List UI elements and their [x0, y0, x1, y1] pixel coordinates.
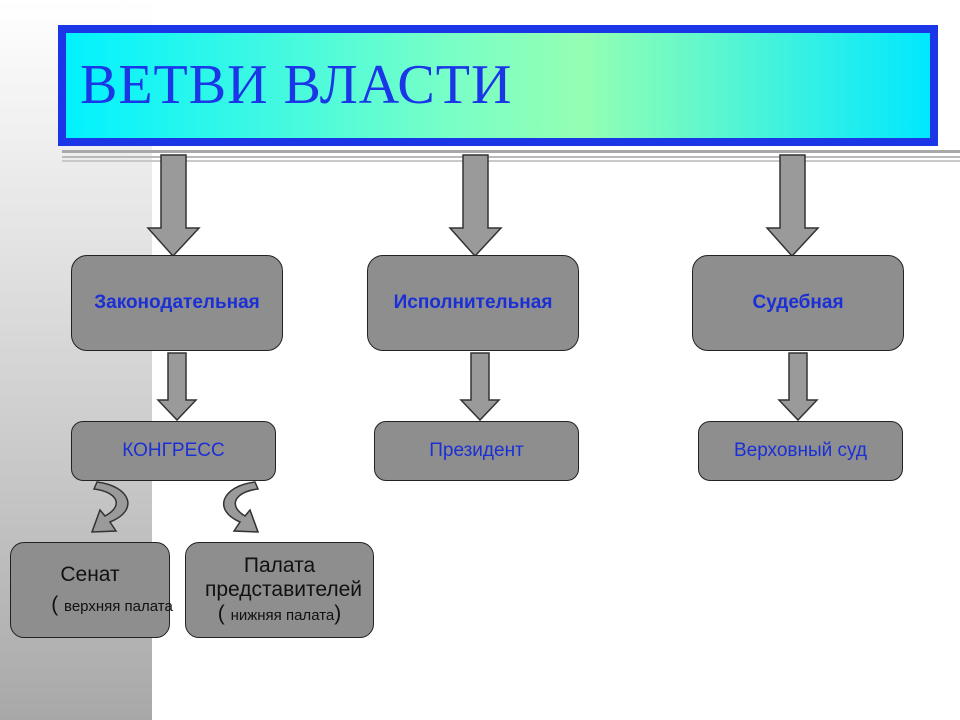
arrow-title-to-judicial [765, 154, 820, 258]
curved-arrow-to-house [222, 481, 260, 533]
arrow-title-to-legislative [146, 154, 201, 258]
arrow-executive-to-president [459, 352, 501, 422]
house-box: Палата представителей ( нижняя палата) [185, 542, 374, 638]
senate-name: Сенат [60, 563, 120, 586]
branch-legislative-label: Законодательная [94, 292, 260, 313]
senate-note-line: ( верхняя палата [51, 593, 173, 616]
president-label: Президент [429, 440, 524, 461]
arrow-legislative-to-congress [156, 352, 198, 422]
arrow-title-to-executive [448, 154, 503, 258]
supreme-court-label: Верховный суд [733, 440, 868, 461]
house-name-line1: Палата [243, 554, 316, 577]
branch-legislative: Законодательная [71, 255, 283, 351]
house-note-line: ( нижняя палата) [217, 602, 342, 625]
page-title: ВЕТВИ ВЛАСТИ [80, 54, 513, 116]
branch-executive: Исполнительная [367, 255, 579, 351]
title-banner: ВЕТВИ ВЛАСТИ [58, 25, 938, 146]
branch-executive-label: Исполнительная [393, 292, 553, 313]
congress-box: КОНГРЕСС [71, 421, 276, 481]
house-name-line2: представителей [205, 578, 362, 601]
branch-judicial-label: Судебная [752, 292, 844, 313]
senate-box: Сенат ( верхняя палата [10, 542, 173, 638]
house-note: нижняя палата [230, 607, 335, 624]
president-box: Президент [374, 421, 579, 481]
supreme-court-box: Верховный суд [698, 421, 903, 481]
branch-judicial: Судебная [692, 255, 904, 351]
arrow-judicial-to-court [777, 352, 819, 422]
senate-note: верхняя палата [64, 598, 173, 615]
curved-arrow-to-senate [90, 481, 129, 533]
title-underline [62, 150, 960, 162]
congress-label: КОНГРЕСС [122, 440, 225, 461]
